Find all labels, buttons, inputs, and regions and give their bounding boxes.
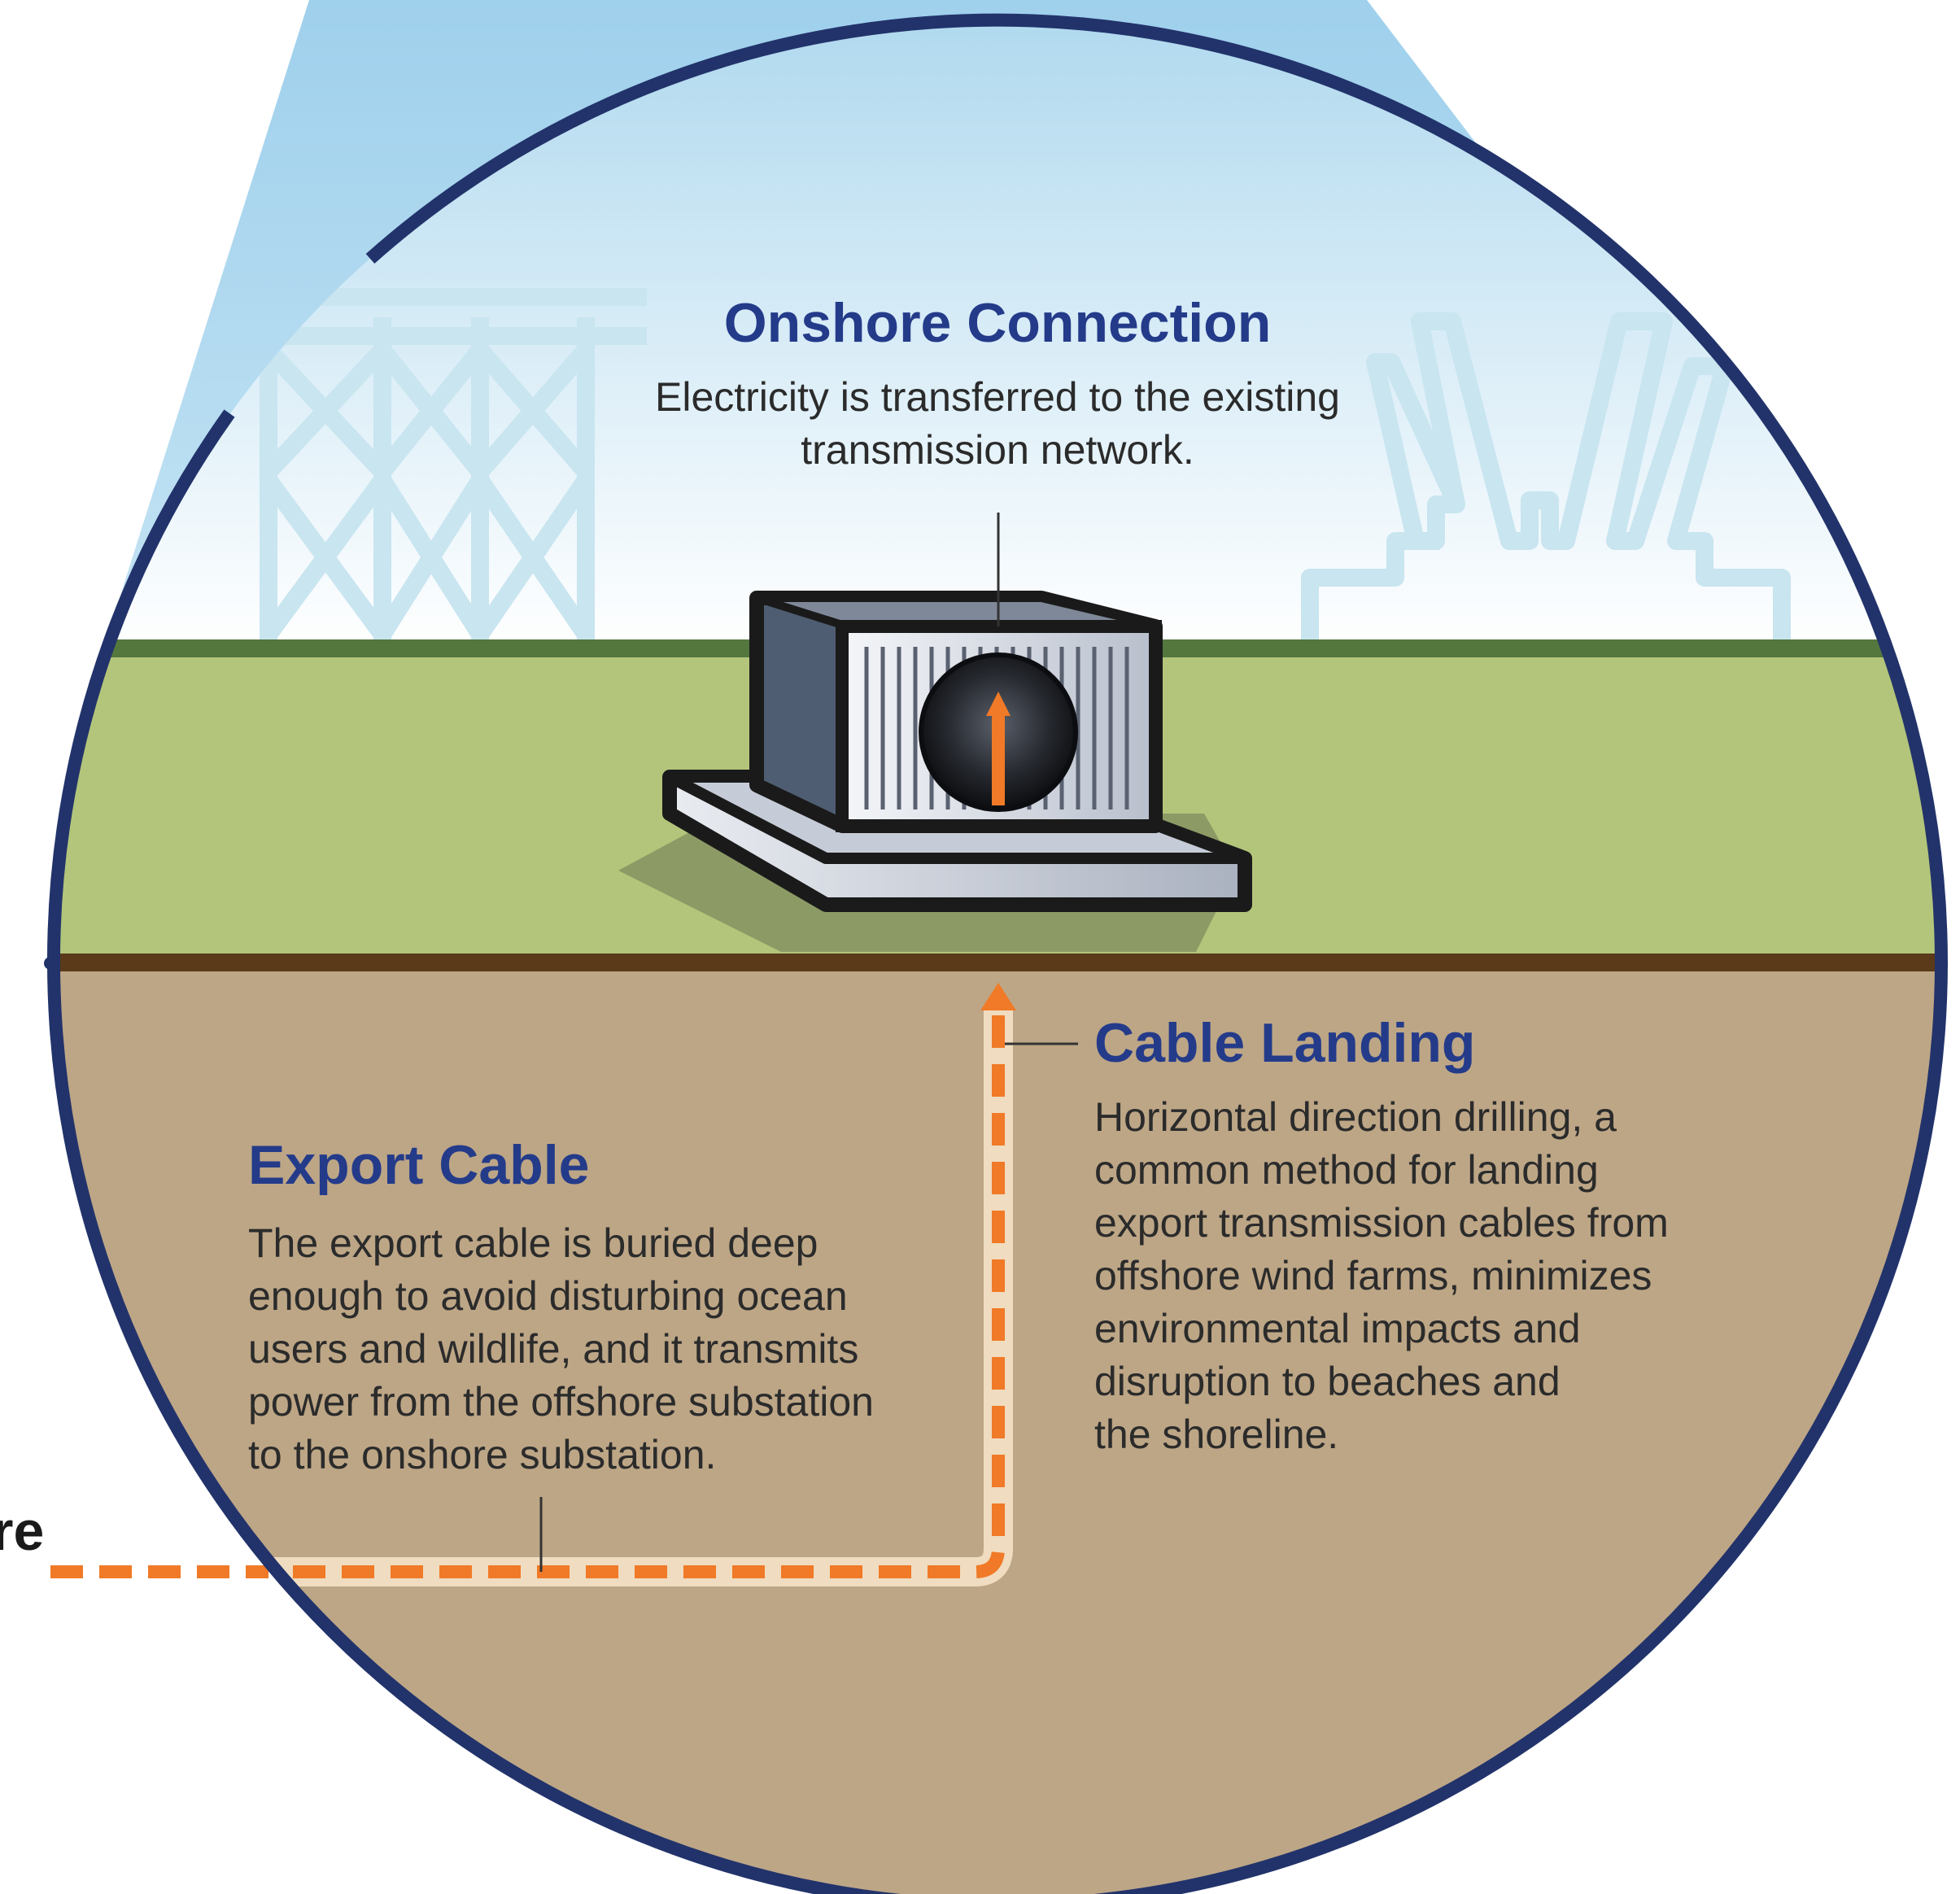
landing-line-5: environmental impacts and bbox=[1094, 1306, 1581, 1351]
onshore-line-2: transmission network. bbox=[801, 427, 1194, 473]
offshore-label-fragment: re bbox=[0, 1500, 44, 1562]
landing-title: Cable Landing bbox=[1094, 1012, 1475, 1074]
cable-arrow-icon bbox=[54, 983, 1016, 1586]
export-line-2: enough to avoid disturbing ocean bbox=[248, 1273, 848, 1319]
landing-line-1: Horizontal direction drilling, a bbox=[1094, 1094, 1617, 1140]
circle-ring bbox=[47, 13, 1948, 1894]
onshore-title: Onshore Connection bbox=[724, 292, 1271, 354]
export-line-3: users and wildlife, and it transmits bbox=[248, 1326, 858, 1372]
up-arrow-icon bbox=[986, 692, 1011, 716]
landing-line-6: disruption to beaches and bbox=[1094, 1359, 1561, 1404]
landing-line-2: common method for landing bbox=[1094, 1147, 1599, 1193]
landing-line-7: the shoreline. bbox=[1094, 1412, 1338, 1457]
landing-line-3: export transmission cables from bbox=[1094, 1200, 1669, 1246]
export-line-1: The export cable is buried deep bbox=[248, 1220, 818, 1266]
landing-line-4: offshore wind farms, minimizes bbox=[1094, 1253, 1652, 1298]
ring-dot-right bbox=[1935, 957, 1948, 970]
ground-line bbox=[54, 954, 1941, 971]
ring-dot-left bbox=[44, 957, 57, 970]
substation-icon bbox=[662, 591, 1252, 912]
export-line-4: power from the offshore substation bbox=[248, 1379, 874, 1425]
export-title: Export Cable bbox=[248, 1134, 589, 1196]
cable-up-arrow bbox=[980, 983, 1016, 1010]
onshore-line-1: Electricity is transferred to the existi… bbox=[655, 374, 1340, 420]
export-line-5: to the onshore substation. bbox=[248, 1432, 716, 1477]
soil bbox=[54, 962, 1941, 1894]
power-plant-icon bbox=[1301, 312, 1791, 643]
